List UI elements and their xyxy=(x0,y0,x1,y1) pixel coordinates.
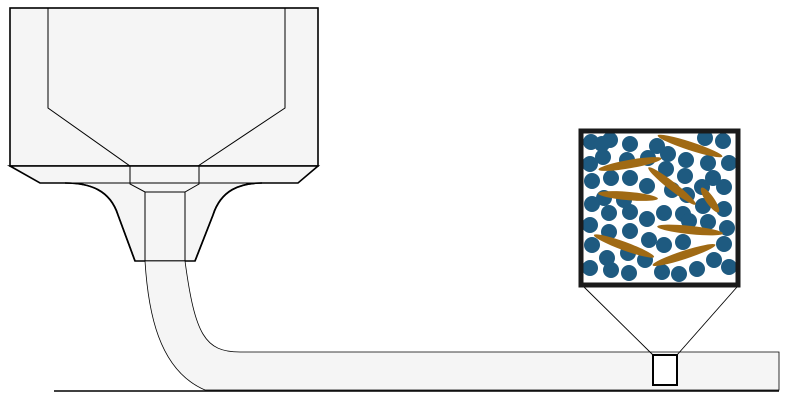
particle xyxy=(595,149,611,165)
particle xyxy=(716,201,732,217)
nozzle-taper-outline xyxy=(64,182,263,262)
nozzle-bore xyxy=(144,192,186,261)
nozzle-head xyxy=(6,165,321,262)
zoom-leader-right xyxy=(676,286,738,356)
magnified-inset xyxy=(578,128,741,288)
particle xyxy=(649,138,665,154)
particle xyxy=(601,205,617,221)
particle xyxy=(681,213,697,229)
fiber xyxy=(598,191,658,201)
particle xyxy=(582,217,598,233)
fiber xyxy=(648,167,696,205)
fiber xyxy=(657,224,723,236)
fiber xyxy=(657,134,723,158)
particle xyxy=(705,170,721,186)
particle xyxy=(622,136,638,152)
particle xyxy=(641,232,657,248)
particle xyxy=(584,173,600,189)
particle xyxy=(603,262,619,278)
particle xyxy=(700,214,716,230)
particle xyxy=(603,170,619,186)
inset-microstructure xyxy=(582,132,737,282)
particle xyxy=(671,266,687,282)
particle xyxy=(594,136,610,152)
fiber xyxy=(593,234,655,258)
particle xyxy=(700,155,716,171)
particle xyxy=(675,234,691,250)
particle xyxy=(622,223,638,239)
particle xyxy=(656,237,672,253)
particle xyxy=(697,132,713,146)
nozzle-channel xyxy=(129,166,200,193)
particle xyxy=(656,205,672,221)
particle xyxy=(622,204,638,220)
particle xyxy=(582,156,598,172)
particle xyxy=(621,265,637,281)
particle xyxy=(721,259,737,275)
particle xyxy=(716,236,732,252)
particle xyxy=(706,252,722,268)
hopper xyxy=(9,7,319,167)
particle xyxy=(584,196,600,212)
fiber xyxy=(700,187,720,213)
particle xyxy=(654,264,670,280)
sample-region-marker xyxy=(652,354,678,386)
hopper-body xyxy=(9,7,319,167)
particle xyxy=(660,146,676,162)
particle xyxy=(658,161,674,177)
particle xyxy=(677,168,693,184)
particle xyxy=(721,155,737,171)
fiber xyxy=(598,157,662,171)
particle xyxy=(715,133,731,149)
inset-frame xyxy=(578,128,741,288)
nozzle-flange xyxy=(6,165,321,262)
particle xyxy=(678,152,694,168)
fiber xyxy=(652,244,716,266)
particle xyxy=(689,261,705,277)
particle xyxy=(582,260,598,276)
extruded-filament xyxy=(144,260,780,391)
particle xyxy=(639,211,655,227)
particle xyxy=(639,178,655,194)
particle xyxy=(584,237,600,253)
zoom-leader-left xyxy=(583,286,654,356)
particle xyxy=(719,220,735,236)
particle xyxy=(716,179,732,195)
particle xyxy=(622,170,638,186)
